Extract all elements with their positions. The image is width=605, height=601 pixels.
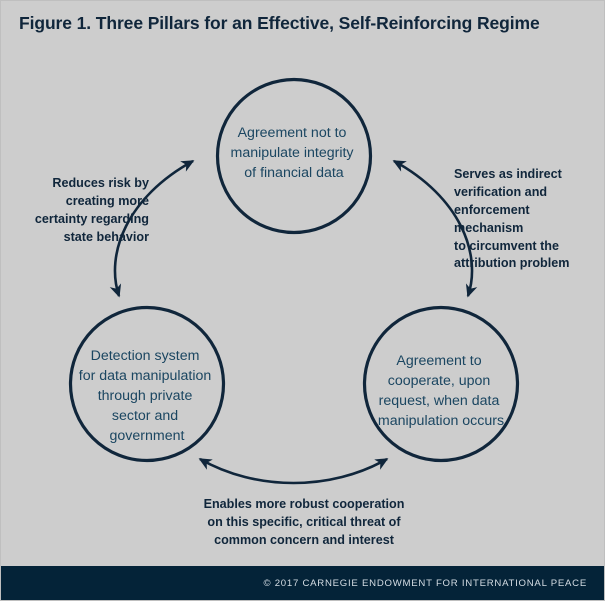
node-circle-top[interactable] [215,77,373,235]
node-label-left: Detection system for data manipulation t… [79,348,215,444]
edge-label-left-line-1: Reduces risk by [52,176,149,190]
edge-label-right-line-3: enforcement mechanism [454,202,530,235]
edge-label-bottom: Enables more robust cooperation on this … [164,496,444,550]
edge-label-right: Serves as indirect verification and enfo… [454,166,599,273]
page-title: Figure 1. Three Pillars for an Effective… [19,13,540,33]
edge-label-left: Reduces risk by creating more certainty … [9,175,149,247]
edge-label-right-line-5: attribution problem [454,256,570,271]
edge-label-bottom-line-1: Enables more robust cooperation [203,497,405,511]
edge-label-bottom-line-2: on this specific, critical threat of [207,514,401,529]
edge-label-bottom-line-3: common concern and interest [214,532,394,547]
connector-left-arrow [109,159,195,298]
edge-label-right-line-1: Serves as indirect [454,167,562,181]
edge-label-left-line-4: state behavior [63,229,149,244]
connector-right-arrow [392,159,478,298]
node-label-top: Agreement not to manipulate integrity of… [231,125,358,181]
node-label-right: Agreement to cooperate, upon request, wh… [378,353,504,429]
edge-label-left-line-3: certainty regarding [34,211,149,226]
node-circle-right[interactable] [362,305,520,463]
edge-label-right-line-4: to circumvent the [454,238,559,253]
connector-bottom-arrow [198,457,389,485]
copyright-credit: © 2017 CARNEGIE ENDOWMENT FOR INTERNATIO… [263,577,587,589]
node-circle-left[interactable] [68,305,226,463]
footer-bar: © 2017 CARNEGIE ENDOWMENT FOR INTERNATIO… [1,566,604,600]
edge-label-left-line-2: creating more [65,193,149,208]
edge-label-right-line-2: verification and [454,184,548,199]
